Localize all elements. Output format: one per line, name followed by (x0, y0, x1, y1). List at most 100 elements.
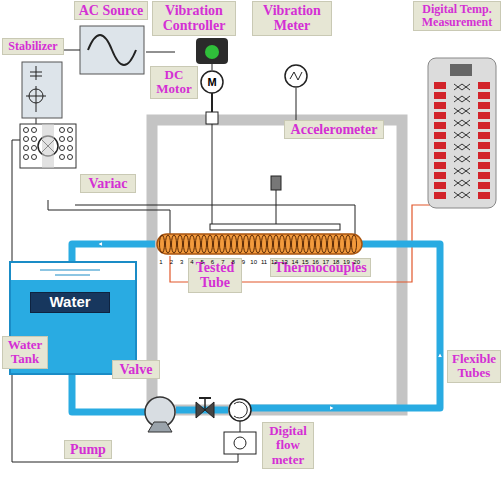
coil-turn (160, 235, 165, 253)
coil-turn (274, 235, 279, 253)
terminal-hole (68, 146, 73, 151)
thermocouple-number: 2 (170, 259, 173, 265)
chamber-frame (152, 120, 402, 410)
part-label: DC Motor (154, 68, 194, 97)
channel-terminal (478, 122, 490, 129)
channel-terminal (478, 142, 490, 149)
junction-mark (454, 96, 470, 102)
vibration-meter-gauge (285, 65, 307, 87)
terminal-hole (68, 155, 73, 160)
channel-terminal (478, 192, 490, 199)
flow-display-dial (234, 437, 246, 449)
coil-turn (352, 235, 357, 253)
part-label: Accelerometer (288, 122, 380, 137)
label-box: Valve (112, 360, 160, 379)
temp-logger (428, 58, 496, 208)
water-level (40, 270, 100, 271)
wires (12, 52, 355, 462)
part-label: Thermocouples (274, 260, 367, 275)
coil-turn (220, 235, 225, 253)
part-label: Variac (84, 176, 132, 191)
coil-turn (244, 235, 249, 253)
part-label: Water (34, 294, 106, 311)
coil-turn (214, 235, 219, 253)
coil-turn (304, 235, 309, 253)
coil-turn (250, 235, 255, 253)
terminal-hole (68, 137, 73, 142)
label-box: Stabilizer (2, 38, 64, 55)
terminal-hole (60, 128, 65, 133)
coil-turn (184, 235, 189, 253)
label-box: DC Motor (150, 66, 198, 99)
channel-terminal (478, 92, 490, 99)
thermocouple-number: 12 (271, 259, 278, 265)
thermocouple-number: 20 (353, 259, 360, 265)
channel-terminal (434, 192, 446, 199)
terminal-hole (24, 146, 29, 151)
channel-terminal (478, 172, 490, 179)
coil-turn (256, 235, 261, 253)
thermocouple-number: 16 (312, 259, 319, 265)
accelerometer-sensor (271, 176, 281, 190)
coil-turn (340, 235, 345, 253)
part-label: Digital Temp. Measurement (417, 3, 497, 29)
terminal-hole (60, 146, 65, 151)
channel-terminal (434, 92, 446, 99)
junction-mark (454, 132, 470, 138)
coil-turn (232, 235, 237, 253)
label-box: Vibration Meter (252, 1, 332, 36)
heating-coil (160, 235, 357, 253)
flow-sensor (229, 399, 251, 421)
flow-cable (240, 421, 241, 432)
terminal-hole (32, 128, 37, 133)
tested-tube (157, 234, 362, 254)
terminal-hole (68, 128, 73, 133)
part-label: Vibration Meter (256, 3, 328, 34)
coil-turn (316, 235, 321, 253)
part-label: Valve (116, 362, 156, 377)
part-label: Digital flow meter (266, 424, 310, 467)
thermocouple-number: 14 (292, 259, 299, 265)
gauge-trace (290, 72, 302, 80)
water-level (55, 275, 90, 276)
coil-turn (280, 235, 285, 253)
channel-terminal (478, 112, 490, 119)
valve-stem (204, 398, 206, 410)
junction-mark (454, 192, 470, 198)
channel-terminal (434, 112, 446, 119)
coil-turn (166, 235, 171, 253)
controller-lamp (205, 45, 219, 59)
part-label: Vibration Controller (156, 3, 232, 34)
part-label: Stabilizer (6, 40, 60, 53)
coil-turn (178, 235, 183, 253)
channel-terminal (434, 182, 446, 189)
thermocouple-number: 11 (261, 259, 267, 265)
terminal-hole (32, 146, 37, 151)
temp-channels (434, 82, 490, 199)
flow-display (224, 432, 256, 454)
label-box: Digital flow meter (262, 422, 314, 469)
channel-terminal (434, 102, 446, 109)
coil-turn (190, 235, 195, 253)
coil-turn (172, 235, 177, 253)
channel-terminal (434, 152, 446, 159)
label-box: Vibration Controller (152, 1, 236, 36)
label-box: Flexible Tubes (447, 350, 501, 383)
part-label: AC Source (78, 3, 144, 18)
channel-terminal (434, 162, 446, 169)
coil-turn (202, 235, 207, 253)
channel-terminal (434, 172, 446, 179)
coil-turn (298, 235, 303, 253)
temp-display (450, 64, 472, 76)
coil-turn (268, 235, 273, 253)
coil-turn (292, 235, 297, 253)
coil-turn (334, 235, 339, 253)
eccentric-coupling (206, 112, 218, 124)
flow-arrows (100, 244, 440, 408)
thermocouple-number: 13 (281, 259, 288, 265)
channel-terminal (434, 122, 446, 129)
junction-mark (454, 108, 470, 114)
thermocouple-number: 17 (322, 259, 329, 265)
motor-cable (212, 64, 213, 70)
